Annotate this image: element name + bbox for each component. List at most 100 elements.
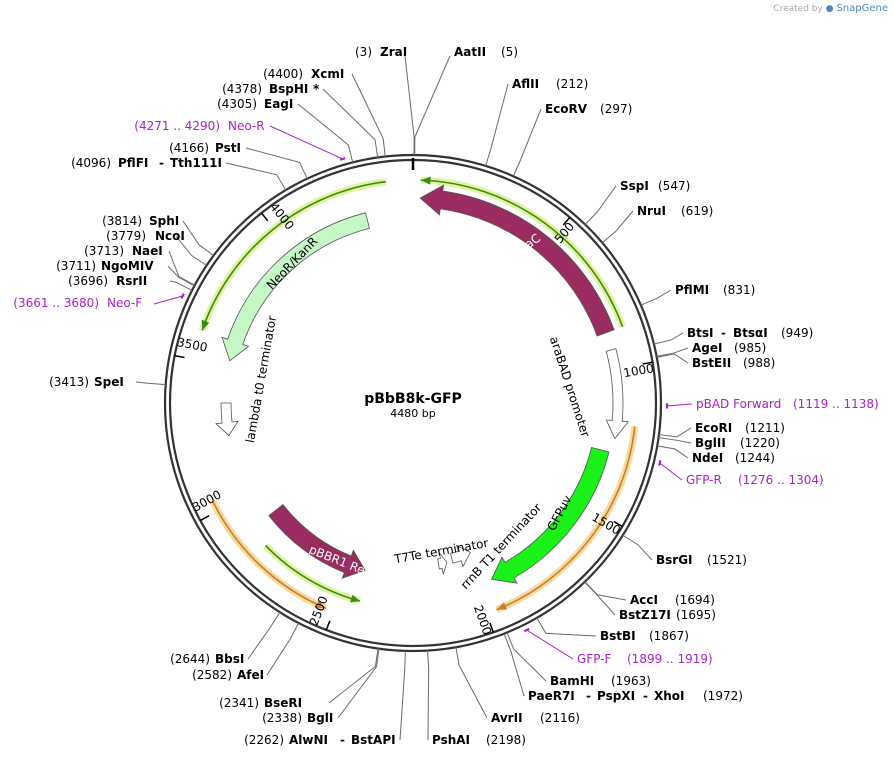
leader-bseri [328,648,379,704]
primer-range-pbad-forward: (1119 .. 1138) [793,397,879,411]
feature-lambda-t0-terminator[interactable] [215,402,239,437]
site-name-bgli[interactable]: BglI [307,711,333,725]
feature-neor-kanr[interactable] [221,212,370,362]
site-name-btsi[interactable]: BtsI [687,326,714,340]
site-name-afei[interactable]: AfeI [237,668,264,682]
primer-leader-pbad-forward [666,403,693,407]
feature-pbbr1-rep[interactable] [268,504,366,579]
primer-marker-neo-r[interactable] [339,157,346,161]
backbone-outer-strand [163,153,663,653]
site-pos-bamhi: (1963) [611,674,651,688]
primer-name-gfp-r[interactable]: GFP-R [686,473,722,487]
site-name-tth111i[interactable]: Tth111I [170,156,222,170]
site-name-pspxi[interactable]: PspXI [597,689,635,703]
primer-name-gfp-f[interactable]: GFP-F [577,652,612,666]
site-name-pshai[interactable]: PshAI [432,733,470,747]
site-name-eagi[interactable]: EagI [264,97,293,111]
feature-arabad-promoter[interactable] [605,348,629,440]
leader-afei [266,622,299,676]
primer-name-neo-r[interactable]: Neo-R [228,119,265,133]
orf-arac-head [420,176,431,185]
tick-mark-2500 [325,620,331,631]
leader-spei [135,381,166,386]
site-name-pflmi[interactable]: PflMI [675,283,709,297]
tick-mark-3000 [199,515,210,522]
leader-eagi [297,103,354,163]
site-name-sspi[interactable]: SspI [620,179,649,193]
site-pos-zrai: (3) [355,45,372,59]
site-name-bstbi[interactable]: BstBI [600,629,636,643]
site-name-zrai[interactable]: ZraI [380,45,407,59]
leader-btsi [653,332,684,345]
site-name-psti[interactable]: PstI [215,141,241,155]
site-name-ecorv[interactable]: EcoRV [545,102,588,116]
site-pos-bbsi: (2644) [170,652,210,666]
site-name-aflii[interactable]: AflII [512,77,539,91]
site-name-nrui[interactable]: NruI [637,204,666,218]
primer-marker-gfp-r[interactable] [658,460,662,466]
site-pos-ecori: (1211) [745,421,785,435]
primer-range-gfp-f: (1899 .. 1919) [627,652,713,666]
site-name-rsrii[interactable]: RsrII [116,274,147,288]
leader-bamhi [506,632,547,682]
site-name-bstz17i[interactable]: BstZ17I [619,608,671,622]
site-name-acci[interactable]: AccI [630,593,658,607]
tick-mark-500 [562,216,571,226]
tick-mark-2000 [489,622,494,633]
leader-sspi [584,185,617,225]
site-name-ngomiv[interactable]: NgoMIV [101,259,154,273]
leader-bsteii [656,353,689,364]
site-pos-pflfi: (4096) [71,156,111,170]
plasmid-name: pBbB8k-GFP [364,391,462,407]
site-name-bbsi[interactable]: BbsI [215,652,244,666]
orf-neor [198,178,387,332]
site-pos-naei: (3713) [84,244,124,258]
tick-mark-1500 [613,520,623,528]
orf-pbbr1-line [264,544,361,602]
primer-marker-neo-f[interactable] [180,293,185,299]
site-name-paer7i[interactable]: PaeR7I [528,689,575,703]
primer-leader-gfp-r [659,462,683,481]
site-name-bsphi[interactable]: BspHI [269,82,308,96]
site-name-sphi[interactable]: SphI [149,214,179,228]
primer-name-pbad-forward[interactable]: pBAD Forward [696,397,781,411]
primer-name-neo-f[interactable]: Neo-F [107,296,142,310]
site-name-agei[interactable]: AgeI [692,341,722,355]
site-name-bamhi[interactable]: BamHI [550,674,594,688]
site-name-ncoi[interactable]: NcoI [155,229,185,243]
orf-neor-head [201,319,210,331]
site-name-bseri[interactable]: BseRI [264,696,302,710]
site-pos-bsrgi: (1521) [707,553,747,567]
site-name-bstapi[interactable]: BstAPI [351,733,396,747]
site-name-xcmi[interactable]: XcmI [311,67,344,81]
site-name-pflfi[interactable]: PflFI [118,156,148,170]
feature-t7te-terminator[interactable] [437,552,448,575]
site-pos-avrii: (2116) [540,711,580,725]
site-name-ecori[interactable]: EcoRI [695,421,732,435]
site-name-alwni[interactable]: AlwNI [289,733,328,747]
site-pos-afei: (2582) [192,668,232,682]
site-pos-sspi: (547) [658,179,690,193]
site-name-xhoi[interactable]: XhoI [654,689,685,703]
orf-arac [420,176,626,328]
site-name-spei[interactable]: SpeI [94,375,124,389]
primer-marker-gfp-f[interactable] [523,627,530,633]
leader-pflmi [640,289,672,306]
site-name-bsteii[interactable]: BstEII [692,356,731,370]
site-name-ndei[interactable]: NdeI [692,451,723,465]
leader-pshai [427,650,430,741]
primer-range-gfp-r: (1276 .. 1304) [738,473,824,487]
site-name-aatii[interactable]: AatII [454,45,486,59]
feature-label-pbbr1-rep: pBBR1 Rep [307,542,374,580]
leader-aflii [485,83,509,167]
site-name-avrii[interactable]: AvrII [491,711,523,725]
site-name-naei[interactable]: NaeI [132,244,163,258]
site-name-btsai[interactable]: BtsαI [733,326,768,340]
site-separator-alwni: - [340,733,345,747]
feature-gfpuv[interactable] [490,447,610,584]
feature-arac[interactable] [419,184,615,337]
site-name-bsrgi[interactable]: BsrGI [656,553,693,567]
orf-arac-line [420,179,624,328]
feature-rrnb-t1-terminator[interactable] [450,544,471,568]
site-name-bglii[interactable]: BglII [695,436,726,450]
